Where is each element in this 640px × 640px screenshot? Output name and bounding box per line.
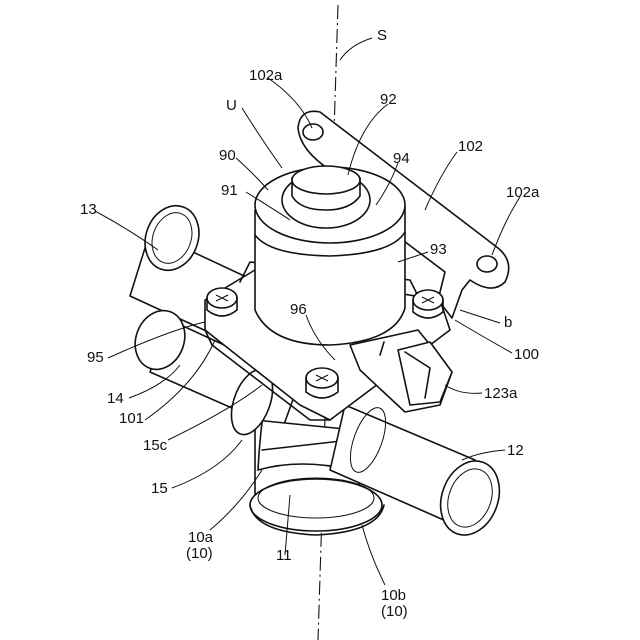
label-11: 11 xyxy=(276,547,292,564)
label-100: 100 xyxy=(514,346,539,363)
label-102a-right: 102a xyxy=(506,184,540,201)
label-102: 102 xyxy=(458,138,483,155)
label-94: 94 xyxy=(393,150,410,167)
actuator-U xyxy=(255,166,405,345)
label-96: 96 xyxy=(290,301,307,318)
label-b: b xyxy=(504,314,512,331)
label-10a-sub: (10) xyxy=(186,545,213,562)
label-10b: 10b xyxy=(381,587,406,604)
label-102a-top: 102a xyxy=(249,67,283,84)
label-90: 90 xyxy=(219,147,236,164)
label-14: 14 xyxy=(107,390,124,407)
label-123a: 123a xyxy=(484,385,518,402)
label-95: 95 xyxy=(87,349,104,366)
label-10a: 10a xyxy=(188,529,214,546)
label-12: 12 xyxy=(507,442,524,459)
label-13: 13 xyxy=(80,201,97,218)
label-93: 93 xyxy=(430,241,447,258)
label-15: 15 xyxy=(151,480,168,497)
connector-123a xyxy=(350,330,452,412)
label-U: U xyxy=(226,97,237,114)
label-10b-sub: (10) xyxy=(381,603,408,620)
label-101: 101 xyxy=(119,410,144,427)
label-S: S xyxy=(377,27,387,44)
label-92: 92 xyxy=(380,91,397,108)
label-91: 91 xyxy=(221,182,238,199)
label-15c: 15c xyxy=(143,437,168,454)
